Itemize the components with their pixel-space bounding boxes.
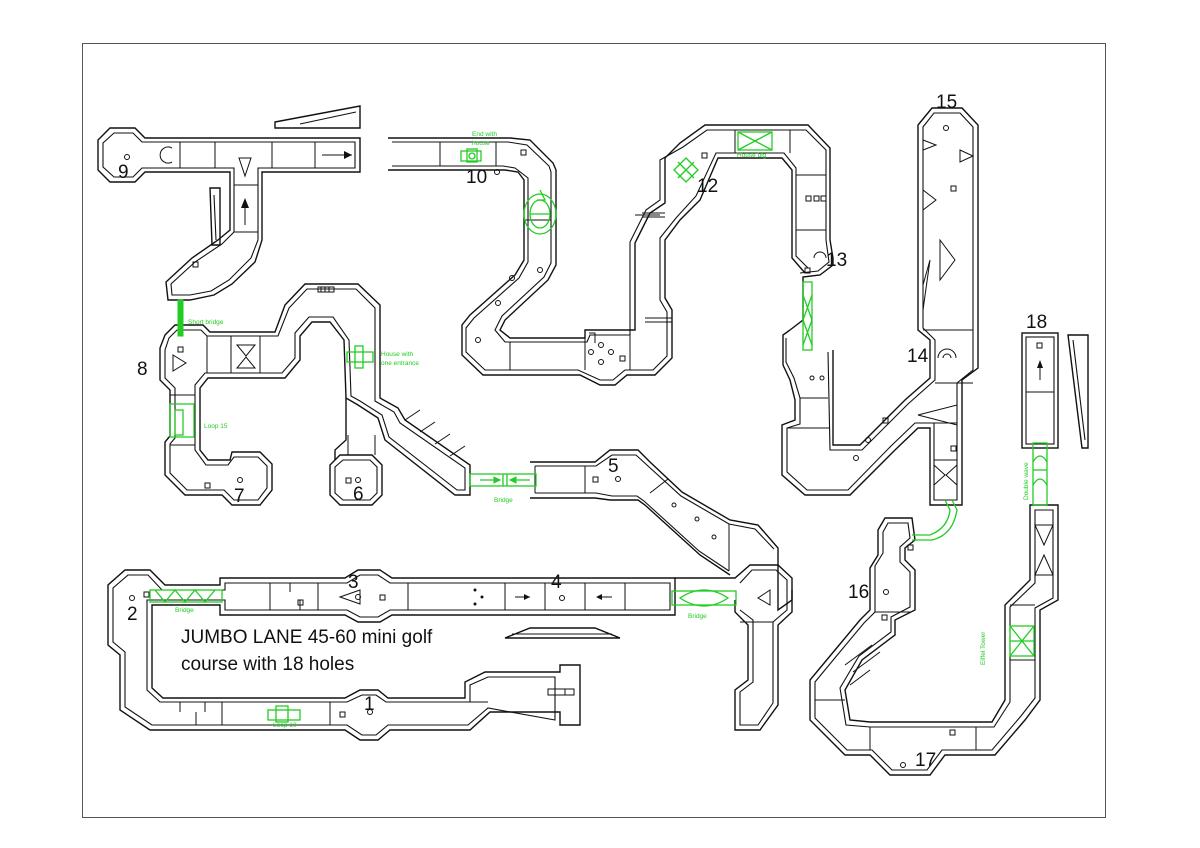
loop10-obstacle bbox=[267, 705, 301, 723]
eiffel-tower-label: Eiffel Tower bbox=[980, 631, 987, 665]
hole-number: 10 bbox=[466, 167, 487, 188]
hole-number: 4 bbox=[551, 572, 562, 593]
double-wave-obstacle bbox=[1032, 442, 1048, 506]
hole-number: 13 bbox=[826, 250, 847, 271]
hole-number: 5 bbox=[608, 456, 619, 477]
hole-number: 3 bbox=[348, 572, 359, 593]
hole-number: 17 bbox=[915, 750, 936, 771]
bridge-label-b: Bridge bbox=[175, 607, 194, 614]
loop10-label: Loop 10 bbox=[273, 722, 297, 729]
title-line1: JUMBO LANE 45-60 mini golf bbox=[181, 627, 433, 648]
loop15-obstacle bbox=[169, 403, 195, 438]
hole-5-track bbox=[530, 449, 793, 612]
hole-18-track bbox=[1021, 332, 1089, 449]
hole-number: 14 bbox=[907, 346, 929, 367]
loop15-label: Loop 15 bbox=[204, 423, 228, 430]
hole-number: 16 bbox=[848, 582, 869, 603]
end-house-label-1: End with bbox=[472, 131, 497, 138]
hole-number: 7 bbox=[234, 486, 245, 507]
course-frame bbox=[82, 43, 1106, 818]
connector-curve-obstacle bbox=[912, 499, 958, 541]
house-big-label: House big bbox=[737, 152, 767, 159]
short-bridge-label: Short bridge bbox=[188, 319, 224, 326]
eiffel-tower-obstacle bbox=[1009, 625, 1035, 657]
bridge-obstacle-hole13 bbox=[802, 281, 813, 351]
house-label-line2: one entrance bbox=[381, 360, 419, 367]
house-big-obstacle bbox=[737, 131, 773, 151]
hole-4-3-2-1-track bbox=[107, 569, 676, 741]
house-label-line1: House with bbox=[381, 351, 414, 358]
house-one-entrance-obstacle bbox=[346, 345, 374, 369]
bridge-obstacle-hole6-5 bbox=[469, 473, 537, 487]
bridge-obstacle-hole4 bbox=[671, 589, 737, 607]
title-line2: course with 18 holes bbox=[181, 654, 354, 675]
hole-number: 1 bbox=[364, 694, 375, 715]
short-bridge-obstacle bbox=[177, 299, 184, 337]
hole-9-track bbox=[97, 105, 361, 301]
hole-number: 6 bbox=[353, 484, 364, 505]
hole-number: 12 bbox=[697, 176, 718, 197]
bridge-label-a: Bridge bbox=[494, 497, 513, 504]
hole-number: 15 bbox=[936, 92, 957, 113]
hole-16-17-track bbox=[809, 504, 1059, 776]
double-wave-label: Double wave bbox=[1023, 462, 1030, 500]
hole-number: 8 bbox=[137, 359, 148, 380]
loop-obstacle-hole10 bbox=[523, 189, 557, 235]
end-house-obstacle bbox=[460, 148, 482, 163]
end-house-label-2: house bbox=[472, 140, 490, 147]
hole-number: 2 bbox=[127, 604, 138, 625]
ramp-bottom bbox=[504, 627, 621, 639]
hole-10-track bbox=[388, 124, 834, 386]
hole-14-track bbox=[781, 107, 979, 506]
hole-4-end-track bbox=[675, 564, 793, 731]
windmill-obstacle-hole12 bbox=[673, 157, 699, 183]
hole-number: 18 bbox=[1026, 312, 1047, 333]
bridge-label-c: Bridge bbox=[688, 613, 707, 620]
hole-8-track bbox=[159, 283, 471, 506]
hole-number: 9 bbox=[118, 162, 129, 183]
bridge-obstacle-hole2 bbox=[149, 588, 223, 604]
